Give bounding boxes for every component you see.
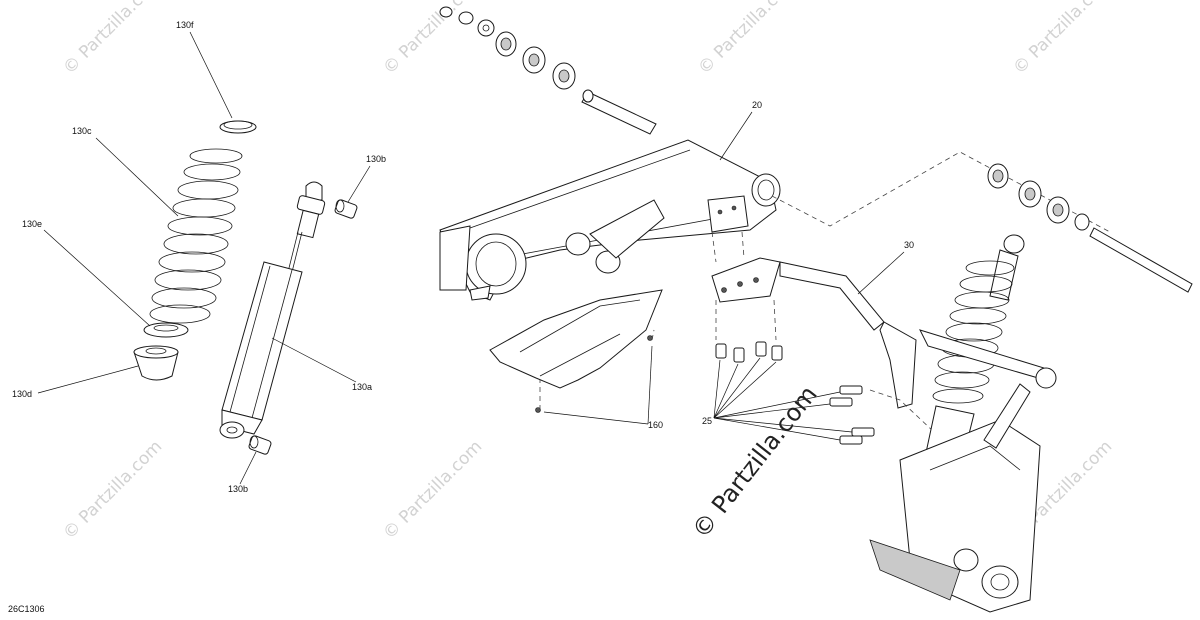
- watermark-text: © Partzilla.com: [59, 437, 166, 544]
- assembly-guide-line: [651, 329, 655, 341]
- callout-130e: 130e: [22, 219, 42, 229]
- leader-130b-top: [347, 165, 371, 203]
- figure-code: 26C1306: [8, 604, 45, 614]
- callout-30: 30: [904, 240, 914, 250]
- skid-plate-part: [489, 289, 663, 413]
- assembled-suspension: [869, 234, 1057, 613]
- spring-seat-part: [143, 322, 189, 338]
- leader-160-b: [647, 345, 653, 425]
- callout-20: 20: [752, 100, 762, 110]
- leader-130d: [37, 365, 139, 394]
- swing-arm-part: [439, 139, 781, 301]
- watermark-text: © Partzilla.com: [59, 0, 166, 79]
- center-watermark: © Partzilla.com: [687, 381, 823, 544]
- callout-130b-top: 130b: [366, 154, 386, 164]
- leader-130e: [43, 229, 151, 327]
- leader-20: [719, 111, 753, 161]
- watermark-text: © Partzilla.com: [694, 0, 801, 79]
- assembly-guide-line: [711, 231, 717, 263]
- shock-absorber-part: [219, 181, 326, 439]
- callout-130b-bottom: 130b: [228, 484, 248, 494]
- stabilizer-link-part: [711, 257, 917, 409]
- callout-130c: 130c: [72, 126, 92, 136]
- leader-130f: [189, 31, 233, 119]
- assembly-guide-line: [741, 231, 745, 259]
- leader-130b-bottom: [239, 451, 257, 485]
- callout-130d: 130d: [12, 389, 32, 399]
- callout-130a: 130a: [352, 382, 372, 392]
- leader-30: [857, 251, 905, 295]
- spring-cup-part: [133, 345, 179, 381]
- assembly-guide-line: [773, 299, 777, 341]
- leader-25-group: [713, 357, 853, 441]
- leader-160-a: [543, 411, 649, 425]
- bushing-bottom-part: [248, 435, 272, 455]
- pivot-hardware-stack: [439, 6, 657, 135]
- callout-25: 25: [702, 416, 712, 426]
- leader-130a: [271, 337, 357, 383]
- retaining-clip-part: [219, 120, 257, 134]
- pivot-hardware-stack-right: [987, 163, 1193, 293]
- callout-160: 160: [648, 420, 663, 430]
- assembly-guide-line: [869, 389, 935, 433]
- watermark-text: © Partzilla.com: [379, 0, 486, 79]
- watermark-text: © Partzilla.com: [1009, 0, 1116, 79]
- leader-130c: [95, 137, 179, 217]
- bushing-top-part: [334, 199, 358, 219]
- callout-130f: 130f: [176, 20, 194, 30]
- watermark-text: © Partzilla.com: [379, 437, 486, 544]
- coil-spring-part: [149, 148, 243, 324]
